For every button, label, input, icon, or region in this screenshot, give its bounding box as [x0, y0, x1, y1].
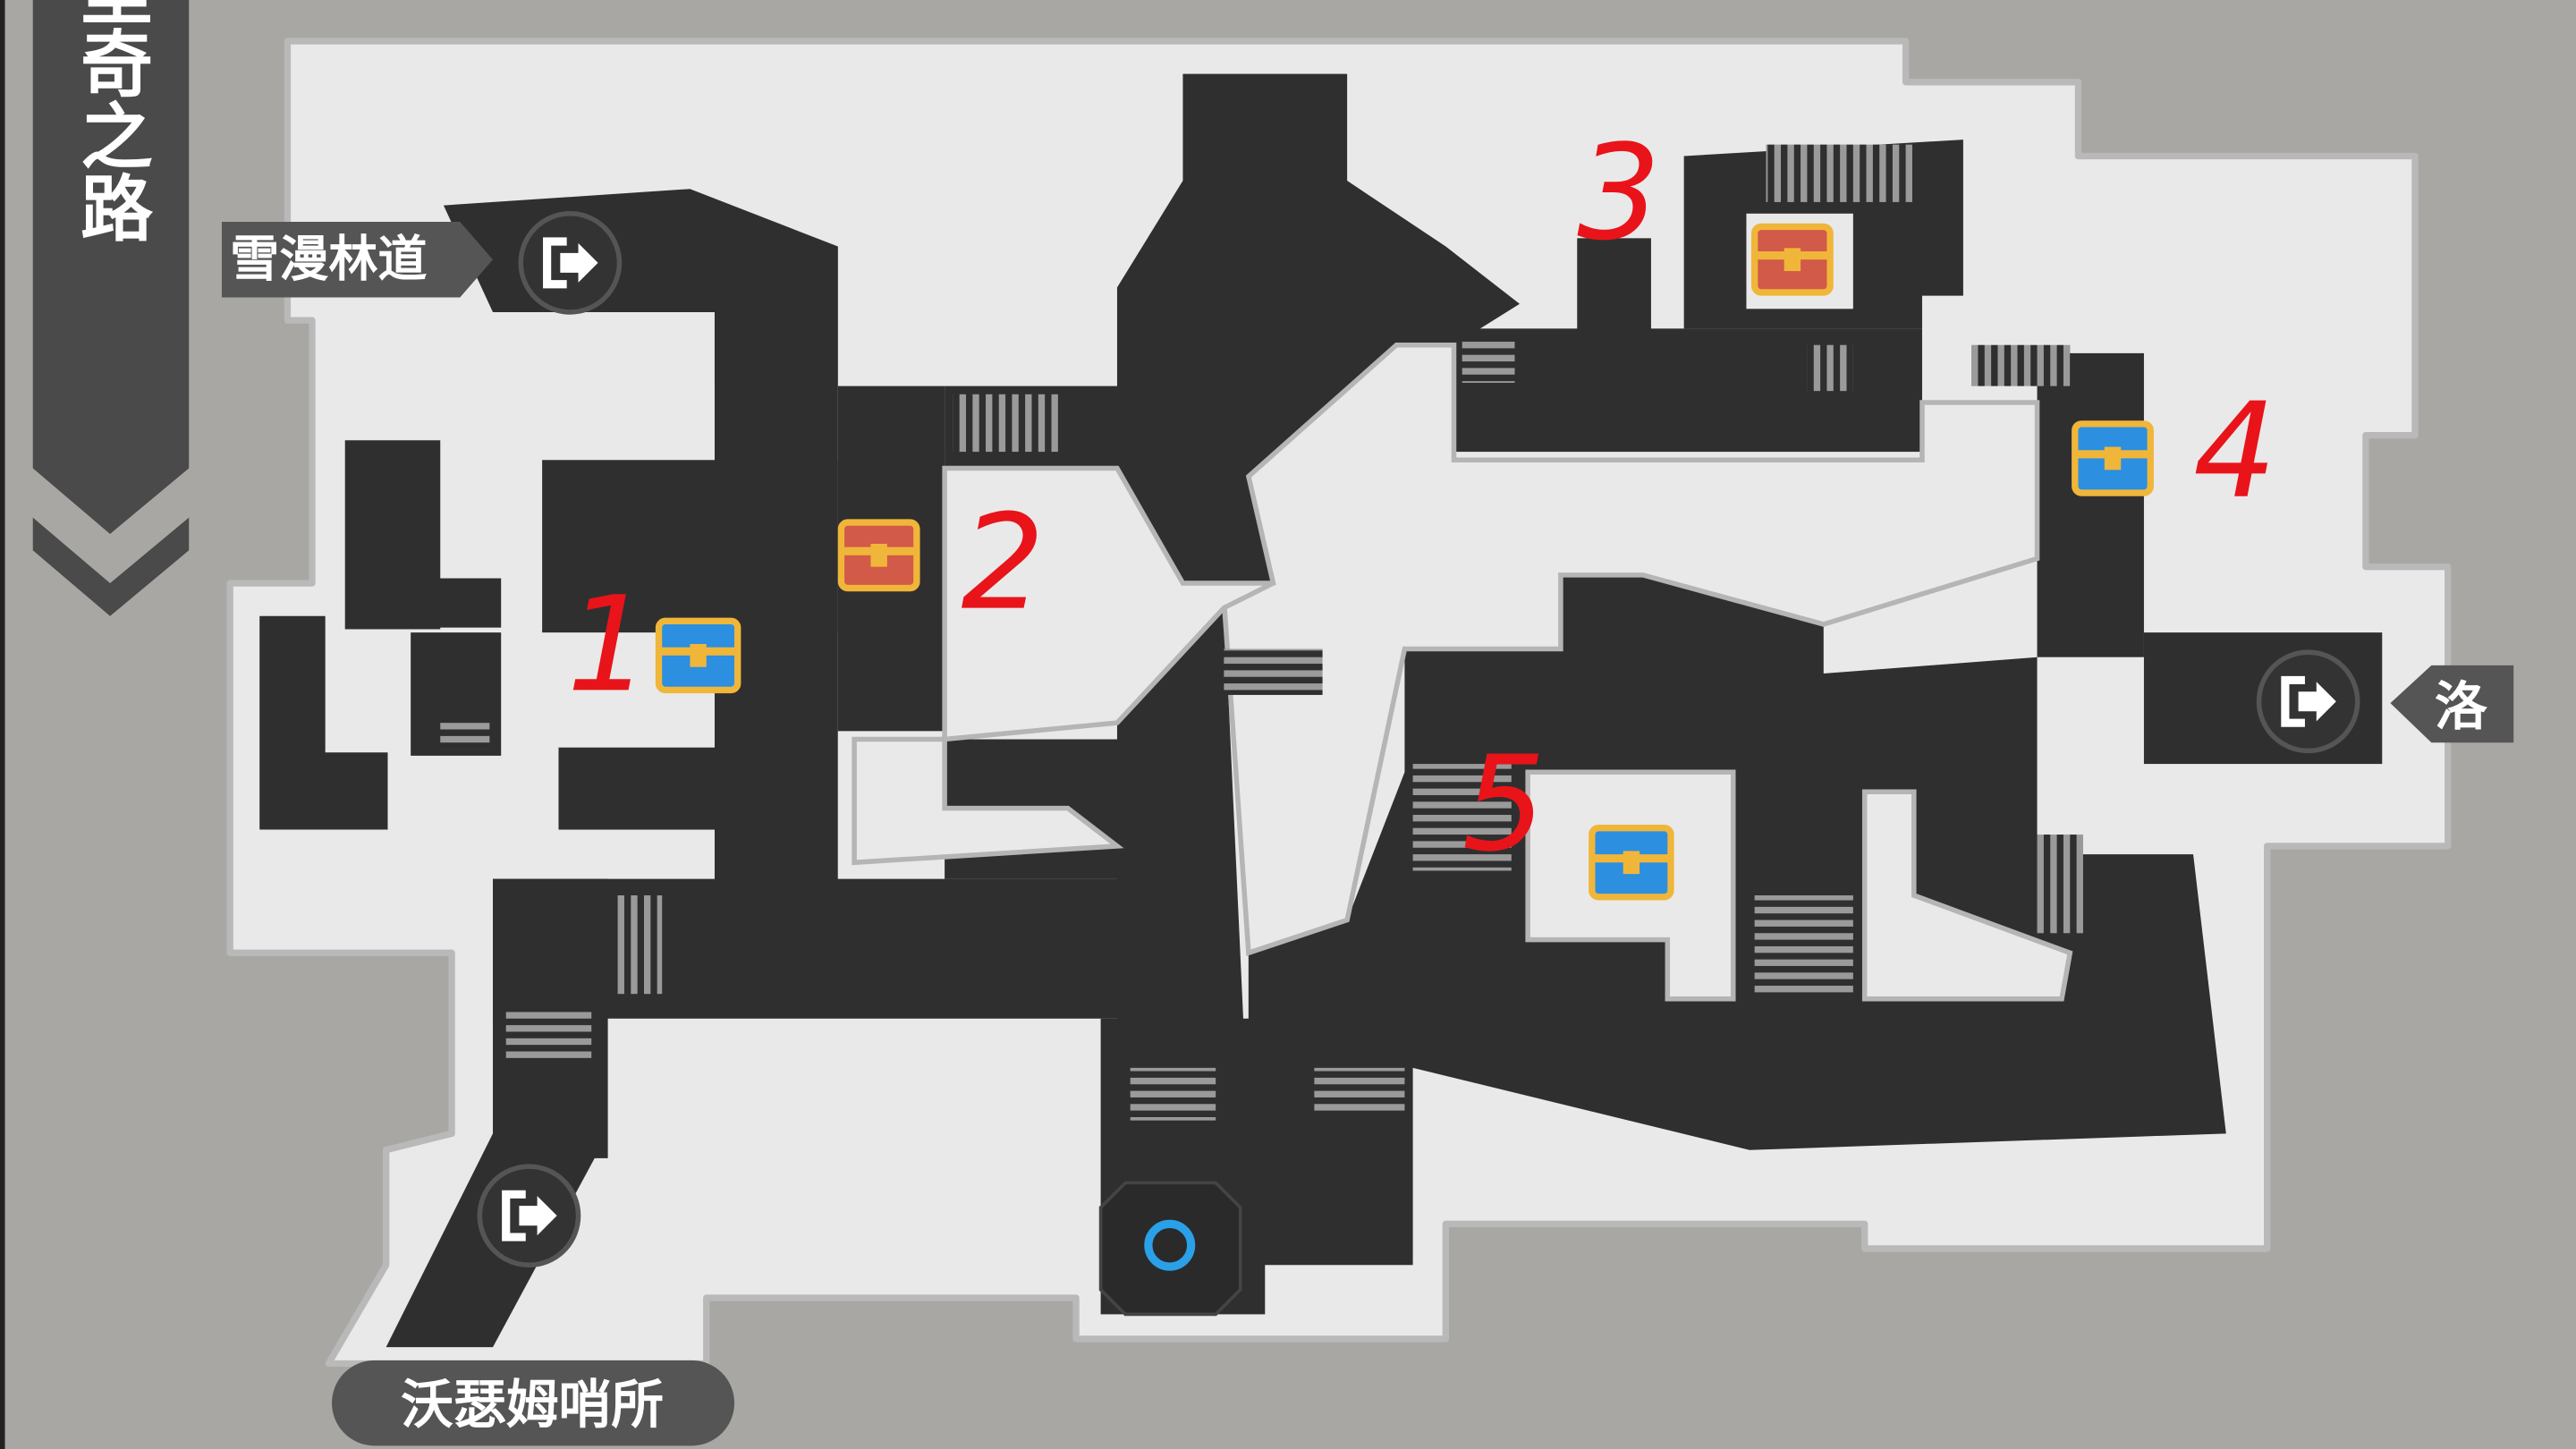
annotation-number-2: 2	[961, 487, 1044, 640]
annotation-number-5: 5	[1462, 728, 1546, 881]
screen-edge	[0, 0, 5, 1449]
treasure-chest-5[interactable]	[1589, 825, 1674, 901]
annotation-number-4: 4	[2193, 375, 2276, 528]
player-location-icon	[1144, 1219, 1196, 1271]
exit-snowwood-path[interactable]: 雪漫林道	[221, 211, 623, 315]
annotation-number-3: 3	[1577, 116, 1660, 269]
treasure-chest-3[interactable]	[1746, 213, 1853, 309]
exit-right[interactable]: 洛	[2256, 649, 2514, 754]
annotation-number-1: 1	[567, 568, 650, 721]
exit-label: 雪漫林道	[230, 231, 427, 288]
exit-label: 洛	[2435, 675, 2487, 737]
exit-label: 沃瑟姆哨所	[401, 1374, 664, 1436]
region-title: 里奇之路	[68, 0, 152, 243]
treasure-chest-1[interactable]	[655, 617, 741, 694]
treasure-chest-2[interactable]	[837, 519, 920, 592]
player-marker[interactable]	[1098, 1181, 1242, 1317]
exit-outpost[interactable]: 沃瑟姆哨所	[332, 1164, 735, 1446]
treasure-chest-4[interactable]	[2072, 420, 2154, 496]
region-banner: 里奇之路	[32, 0, 190, 616]
map-stairs	[440, 144, 2083, 1121]
map-corridors	[259, 73, 2383, 1348]
